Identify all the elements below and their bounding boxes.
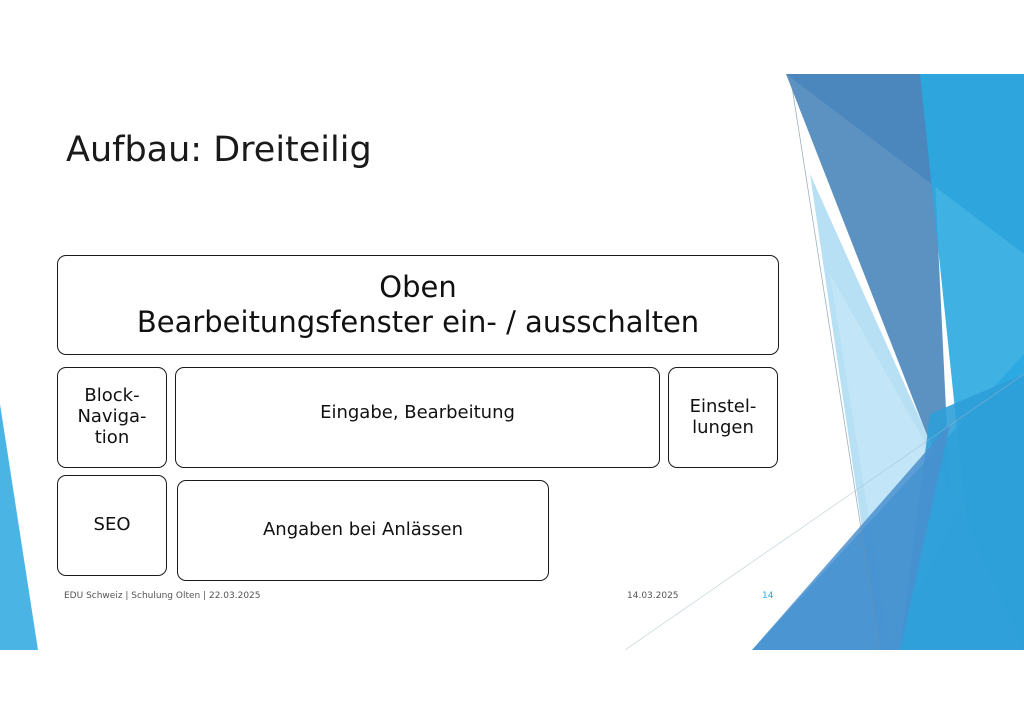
footer-text: EDU Schweiz | Schulung Olten | 22.03.202…: [64, 591, 261, 601]
settings-line1: Einstel-: [689, 395, 757, 417]
events-box: Angaben bei Anlässen: [177, 480, 549, 581]
input-editing-label: Eingabe, Bearbeitung: [320, 402, 515, 424]
background-decoration: [0, 74, 1024, 650]
block-navigation-box: Block- Naviga- tion: [57, 367, 167, 468]
block-navigation-line1: Block-: [84, 385, 140, 407]
slide: Aufbau: Dreiteilig Oben Bearbeitungsfens…: [0, 74, 1024, 650]
top-area-box: Oben Bearbeitungsfenster ein- / ausschal…: [57, 255, 779, 355]
input-editing-box: Eingabe, Bearbeitung: [175, 367, 660, 468]
footer-date: 14.03.2025: [627, 591, 679, 601]
slide-title: Aufbau: Dreiteilig: [66, 130, 372, 170]
settings-line2: lungen: [692, 416, 754, 438]
settings-box: Einstel- lungen: [668, 367, 778, 468]
block-navigation-line3: tion: [94, 426, 130, 448]
seo-label: SEO: [93, 514, 131, 536]
top-area-heading: Oben: [379, 270, 457, 305]
top-area-description: Bearbeitungsfenster ein- / ausschalten: [136, 305, 700, 339]
seo-box: SEO: [57, 475, 167, 576]
events-label: Angaben bei Anlässen: [262, 519, 464, 541]
block-navigation-line2: Naviga-: [77, 406, 147, 428]
page-number: 14: [762, 591, 774, 601]
